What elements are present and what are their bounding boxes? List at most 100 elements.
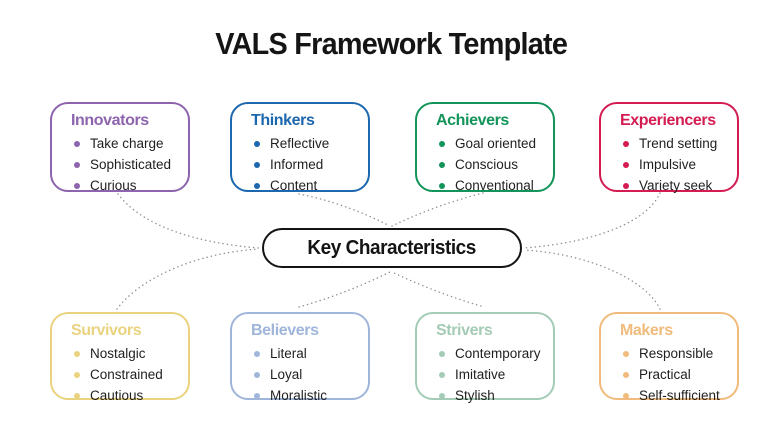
trait-label: Trend setting bbox=[639, 136, 718, 151]
bullet-dot-icon bbox=[254, 162, 260, 168]
bullet-dot-icon bbox=[74, 183, 80, 189]
bullet-dot-icon bbox=[623, 372, 629, 378]
trait-label: Imitative bbox=[455, 367, 506, 382]
trait-item: Goal oriented bbox=[438, 133, 547, 154]
group-box-believers: Believers Literal Loyal Moralistic bbox=[230, 312, 370, 403]
bullet-dot-icon bbox=[439, 162, 445, 168]
trait-label: Stylish bbox=[455, 388, 495, 403]
center-node-label: Key Characteristics bbox=[307, 236, 477, 259]
trait-label: Loyal bbox=[270, 367, 303, 382]
trait-label: Contemporary bbox=[455, 346, 541, 361]
connector-makers bbox=[523, 249, 661, 310]
page-title: VALS Framework Template bbox=[0, 26, 783, 62]
group-title: Thinkers bbox=[251, 112, 315, 129]
trait-label: Conscious bbox=[455, 157, 519, 172]
trait-label: Take charge bbox=[90, 136, 164, 151]
trait-label: Sophisticated bbox=[90, 157, 172, 172]
connector-strivers bbox=[391, 271, 482, 307]
bullet-dot-icon bbox=[254, 372, 260, 378]
trait-item: Contemporary bbox=[438, 343, 547, 364]
trait-label: Constrained bbox=[90, 367, 163, 382]
group-box-makers: Makers Responsible Practical Self-suffic… bbox=[599, 312, 739, 403]
trait-list: Reflective Informed Content bbox=[253, 133, 362, 196]
trait-label: Variety seek bbox=[639, 178, 713, 193]
trait-label: Responsible bbox=[639, 346, 714, 361]
connector-experiencers bbox=[523, 192, 661, 249]
trait-list: Responsible Practical Self-sufficient bbox=[622, 343, 731, 406]
connector-innovators bbox=[117, 193, 260, 249]
trait-item: Conventional bbox=[438, 175, 547, 196]
bullet-dot-icon bbox=[623, 351, 629, 357]
connector-achievers bbox=[391, 192, 484, 227]
connector-believers bbox=[298, 271, 391, 308]
trait-label: Conventional bbox=[455, 178, 534, 193]
trait-item: Conscious bbox=[438, 154, 547, 175]
bullet-dot-icon bbox=[439, 351, 445, 357]
group-box-survivors: Survivors Nostalgic Constrained Cautious bbox=[50, 312, 190, 403]
bullet-dot-icon bbox=[439, 141, 445, 147]
trait-label: Nostalgic bbox=[90, 346, 146, 361]
trait-item: Variety seek bbox=[622, 175, 731, 196]
trait-item: Impulsive bbox=[622, 154, 731, 175]
bullet-dot-icon bbox=[254, 393, 260, 399]
trait-item: Content bbox=[253, 175, 362, 196]
group-box-thinkers: Thinkers Reflective Informed Content bbox=[230, 102, 370, 193]
bullet-dot-icon bbox=[439, 372, 445, 378]
group-box-achievers: Achievers Goal oriented Conscious Conven… bbox=[415, 102, 555, 193]
trait-item: Stylish bbox=[438, 385, 547, 406]
trait-label: Informed bbox=[270, 157, 324, 172]
trait-label: Moralistic bbox=[270, 388, 328, 403]
connector-survivors bbox=[116, 248, 260, 310]
trait-item: Constrained bbox=[73, 364, 182, 385]
trait-item: Take charge bbox=[73, 133, 182, 154]
group-title: Makers bbox=[620, 322, 673, 339]
trait-item: Practical bbox=[622, 364, 731, 385]
trait-item: Literal bbox=[253, 343, 362, 364]
trait-label: Curious bbox=[90, 178, 137, 193]
group-title: Strivers bbox=[436, 322, 493, 339]
trait-item: Curious bbox=[73, 175, 182, 196]
group-box-experiencers: Experiencers Trend setting Impulsive Var… bbox=[599, 102, 739, 193]
bullet-dot-icon bbox=[439, 183, 445, 189]
trait-item: Cautious bbox=[73, 385, 182, 406]
trait-item: Moralistic bbox=[253, 385, 362, 406]
trait-list: Trend setting Impulsive Variety seek bbox=[622, 133, 731, 196]
bullet-dot-icon bbox=[254, 141, 260, 147]
bullet-dot-icon bbox=[74, 372, 80, 378]
trait-label: Self-sufficient bbox=[639, 388, 720, 403]
bullet-dot-icon bbox=[254, 351, 260, 357]
group-title: Achievers bbox=[436, 112, 509, 129]
trait-label: Practical bbox=[639, 367, 691, 382]
bullet-dot-icon bbox=[74, 162, 80, 168]
bullet-dot-icon bbox=[74, 393, 80, 399]
trait-label: Goal oriented bbox=[455, 136, 537, 151]
bullet-dot-icon bbox=[74, 351, 80, 357]
trait-item: Loyal bbox=[253, 364, 362, 385]
bullet-dot-icon bbox=[254, 183, 260, 189]
trait-label: Reflective bbox=[270, 136, 330, 151]
trait-list: Take charge Sophisticated Curious bbox=[73, 133, 182, 196]
trait-item: Reflective bbox=[253, 133, 362, 154]
group-box-strivers: Strivers Contemporary Imitative Stylish bbox=[415, 312, 555, 403]
trait-list: Nostalgic Constrained Cautious bbox=[73, 343, 182, 406]
trait-label: Literal bbox=[270, 346, 307, 361]
group-box-innovators: Innovators Take charge Sophisticated Cur… bbox=[50, 102, 190, 193]
group-title: Believers bbox=[251, 322, 319, 339]
connector-thinkers bbox=[298, 193, 391, 227]
trait-item: Informed bbox=[253, 154, 362, 175]
trait-label: Content bbox=[270, 178, 318, 193]
trait-item: Trend setting bbox=[622, 133, 731, 154]
page-title-text: VALS Framework Template bbox=[215, 26, 569, 61]
trait-item: Responsible bbox=[622, 343, 731, 364]
trait-item: Imitative bbox=[438, 364, 547, 385]
group-title: Innovators bbox=[71, 112, 149, 129]
group-title: Experiencers bbox=[620, 112, 716, 129]
trait-list: Literal Loyal Moralistic bbox=[253, 343, 362, 406]
center-node: Key Characteristics bbox=[262, 228, 522, 268]
bullet-dot-icon bbox=[439, 393, 445, 399]
bullet-dot-icon bbox=[623, 162, 629, 168]
trait-list: Contemporary Imitative Stylish bbox=[438, 343, 547, 406]
bullet-dot-icon bbox=[623, 141, 629, 147]
bullet-dot-icon bbox=[623, 393, 629, 399]
trait-item: Sophisticated bbox=[73, 154, 182, 175]
